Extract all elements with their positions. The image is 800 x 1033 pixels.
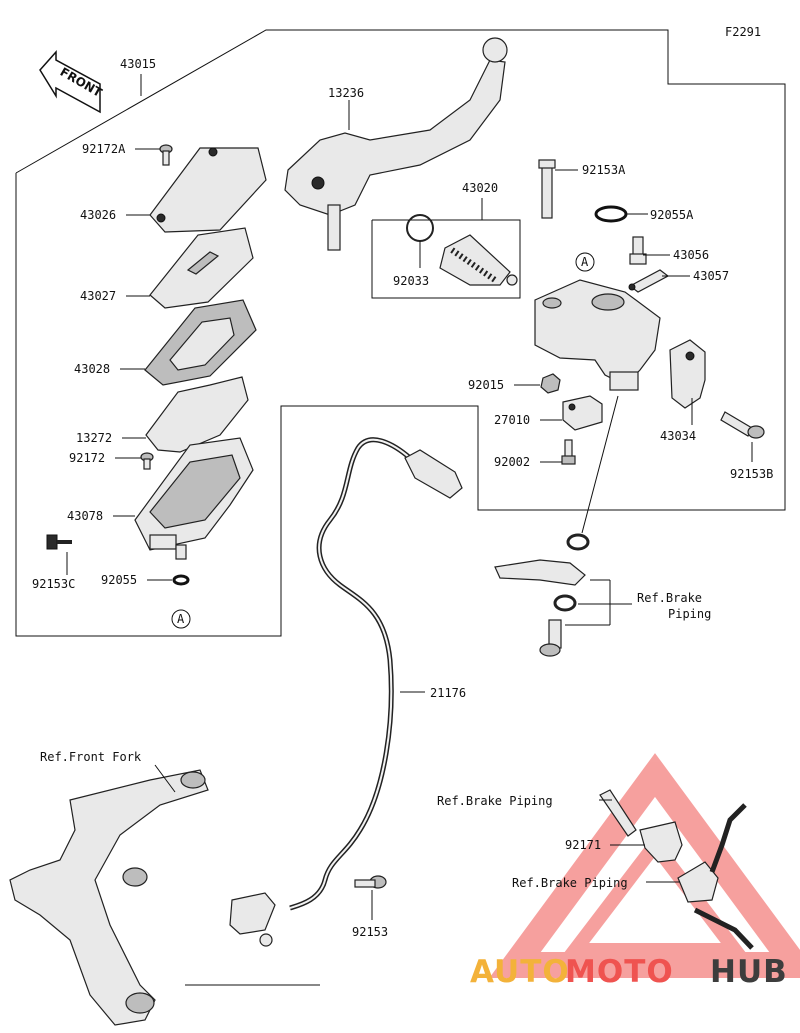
master-cylinder-body-drawing <box>534 279 661 391</box>
label-43057: 43057 <box>693 269 729 283</box>
label-92172A: 92172A <box>82 142 126 156</box>
front-arrow-icon: FRONT <box>39 50 105 114</box>
label-92153: 92153 <box>352 925 388 939</box>
watermark-text: AUTO MOTO HUB <box>470 954 788 990</box>
brake-piping-fittings-drawing <box>494 533 590 657</box>
watermark-part1: AUTO <box>470 954 570 990</box>
label-13236: 13236 <box>328 86 364 100</box>
label-ref-brake-line1: Ref.Brake <box>637 591 702 605</box>
nut-92015-drawing <box>540 373 561 394</box>
label-43056: 43056 <box>673 248 709 262</box>
figure-code: F2291 <box>725 25 761 39</box>
label-43015: 43015 <box>120 57 156 71</box>
label-92055A: 92055A <box>650 208 694 222</box>
assembly-43015-frame <box>15 29 786 637</box>
piston-bracket <box>371 219 521 299</box>
leader-lines <box>66 74 753 920</box>
boot-43057-drawing <box>628 269 670 293</box>
label-92055: 92055 <box>101 573 137 587</box>
marker-a-bottom: A <box>177 612 185 626</box>
label-43027: 43027 <box>80 289 116 303</box>
cap-43026-drawing <box>149 147 267 233</box>
label-43026: 43026 <box>80 208 116 222</box>
switch-27010-drawing <box>562 395 603 431</box>
marker-a-top-circle <box>575 252 595 272</box>
label-43020: 43020 <box>462 181 498 195</box>
screw-92172-drawing <box>140 452 154 470</box>
plate-13272-drawing <box>145 376 249 453</box>
oring-92055-drawing <box>172 574 190 586</box>
watermark-part2: MOTO <box>565 954 674 990</box>
label-92033: 92033 <box>393 274 429 288</box>
label-92153A: 92153A <box>582 163 626 177</box>
watermark-logo-triangle <box>489 753 800 978</box>
front-fork-drawing <box>9 769 209 1026</box>
label-43078: 43078 <box>67 509 103 523</box>
bolt-92153-drawing <box>354 875 387 889</box>
holder-43034-drawing <box>669 339 706 409</box>
sensor-21176-drawing <box>229 437 463 947</box>
circlip-92033-drawing <box>406 214 434 242</box>
reservoir-43078-drawing <box>134 437 254 560</box>
bleeder-43056-drawing <box>629 236 647 265</box>
label-92015: 92015 <box>468 378 504 392</box>
label-27010: 27010 <box>494 413 530 427</box>
lever-13236-drawing <box>284 37 508 251</box>
screw-92002-drawing <box>561 439 576 465</box>
label-ref-brake-piping-b: Ref.Brake Piping <box>512 876 628 890</box>
bolt-92153A-drawing <box>538 159 556 219</box>
callout-labels: 43015 13236 43020 92153A 92055A 43056 43… <box>32 57 773 939</box>
label-92002: 92002 <box>494 455 530 469</box>
bolt-92153B-drawing <box>720 411 765 439</box>
label-92172: 92172 <box>69 451 105 465</box>
label-ref-front-fork: Ref.Front Fork <box>40 750 142 764</box>
label-13272: 13272 <box>76 431 112 445</box>
label-43028: 43028 <box>74 362 110 376</box>
diaphragm-43028-drawing <box>144 299 257 386</box>
screw-92172A-drawing <box>159 144 173 166</box>
piston-43020-drawing <box>439 234 518 286</box>
bolt-92153C-drawing <box>46 534 72 550</box>
marker-a-bottom-circle <box>171 609 191 629</box>
plate-43027-drawing <box>149 227 254 309</box>
label-ref-brake-line2: Piping <box>668 607 711 621</box>
label-92153B: 92153B <box>730 467 773 481</box>
label-92153C: 92153C <box>32 577 75 591</box>
oring-92055A-drawing <box>594 205 628 223</box>
label-92171: 92171 <box>565 838 601 852</box>
brake-piping-right-drawing <box>599 789 754 950</box>
watermark-part3: HUB <box>710 954 788 990</box>
label-43034: 43034 <box>660 429 696 443</box>
label-21176: 21176 <box>430 686 466 700</box>
marker-a-top: A <box>581 255 589 269</box>
label-ref-brake-piping-a: Ref.Brake Piping <box>437 794 553 808</box>
